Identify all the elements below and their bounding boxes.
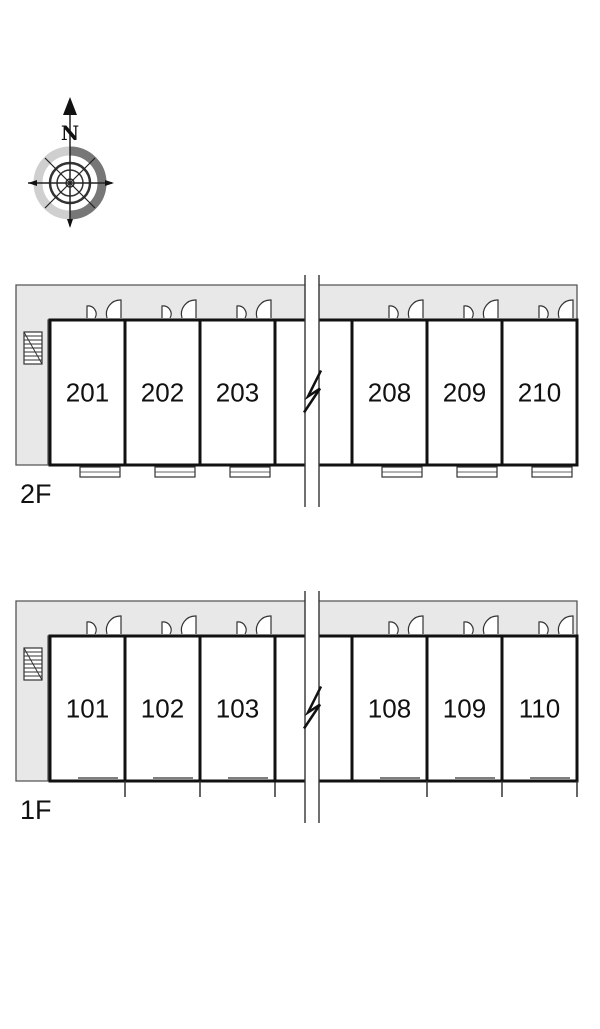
- door-icon: [161, 299, 197, 319]
- corridor: [15, 284, 578, 466]
- unit-room: [425, 318, 504, 467]
- unit-110: 110: [500, 615, 579, 783]
- unit-number-label: 102: [141, 694, 184, 724]
- stairs-icon: [23, 647, 43, 681]
- door-icon: [161, 615, 197, 635]
- unit-room: [350, 634, 429, 783]
- floor-2f-plan: 201 202 203 208 209 210 2F: [15, 275, 579, 509]
- north-label: N: [61, 121, 79, 145]
- unit-room: [123, 634, 202, 783]
- unit-room: [123, 318, 202, 467]
- floor-1f-plan: 101 102 103 108 109 110 1F: [15, 591, 579, 825]
- unit-103: 103: [198, 615, 277, 783]
- unit-208: 208: [350, 299, 429, 478]
- compass-rose-icon: N: [28, 97, 114, 228]
- unit-109: 109: [425, 615, 504, 783]
- unit-number-label: 208: [368, 378, 411, 408]
- door-icon: [388, 299, 424, 319]
- unit-room: [48, 634, 127, 783]
- unit-102: 102: [123, 615, 202, 783]
- unit-number-label: 209: [443, 378, 486, 408]
- unit-202: 202: [123, 299, 202, 478]
- unit-201: 201: [48, 299, 127, 478]
- unit-number-label: 110: [519, 694, 560, 724]
- unit-room: [500, 634, 579, 783]
- unit-number-label: 101: [66, 694, 109, 724]
- break-line-icon: [302, 275, 323, 507]
- unit-room: [48, 318, 127, 467]
- unit-108: 108: [350, 615, 429, 783]
- unit-number-label: 109: [443, 694, 486, 724]
- unit-number-label: 203: [216, 378, 259, 408]
- door-icon: [86, 615, 122, 635]
- unit-210: 210: [500, 299, 579, 478]
- unit-number-label: 202: [141, 378, 184, 408]
- unit-number-label: 210: [518, 378, 561, 408]
- unit-203: 203: [198, 299, 277, 478]
- unit-209: 209: [425, 299, 504, 478]
- unit-number-label: 201: [66, 378, 109, 408]
- unit-number-label: 103: [216, 694, 259, 724]
- door-icon: [463, 615, 499, 635]
- door-icon: [236, 299, 272, 319]
- door-icon: [538, 299, 574, 319]
- corridor: [15, 600, 578, 782]
- unit-room: [198, 318, 277, 467]
- unit-number-label: 108: [368, 694, 411, 724]
- door-icon: [388, 615, 424, 635]
- door-icon: [86, 299, 122, 319]
- door-icon: [538, 615, 574, 635]
- unit-room: [425, 634, 504, 783]
- stairs-icon: [23, 331, 43, 365]
- unit-101: 101: [48, 615, 127, 783]
- door-icon: [236, 615, 272, 635]
- door-icon: [463, 299, 499, 319]
- floor-label: 1F: [20, 795, 52, 825]
- floor-label: 2F: [20, 479, 52, 509]
- break-line-icon: [302, 591, 323, 823]
- unit-room: [500, 318, 579, 467]
